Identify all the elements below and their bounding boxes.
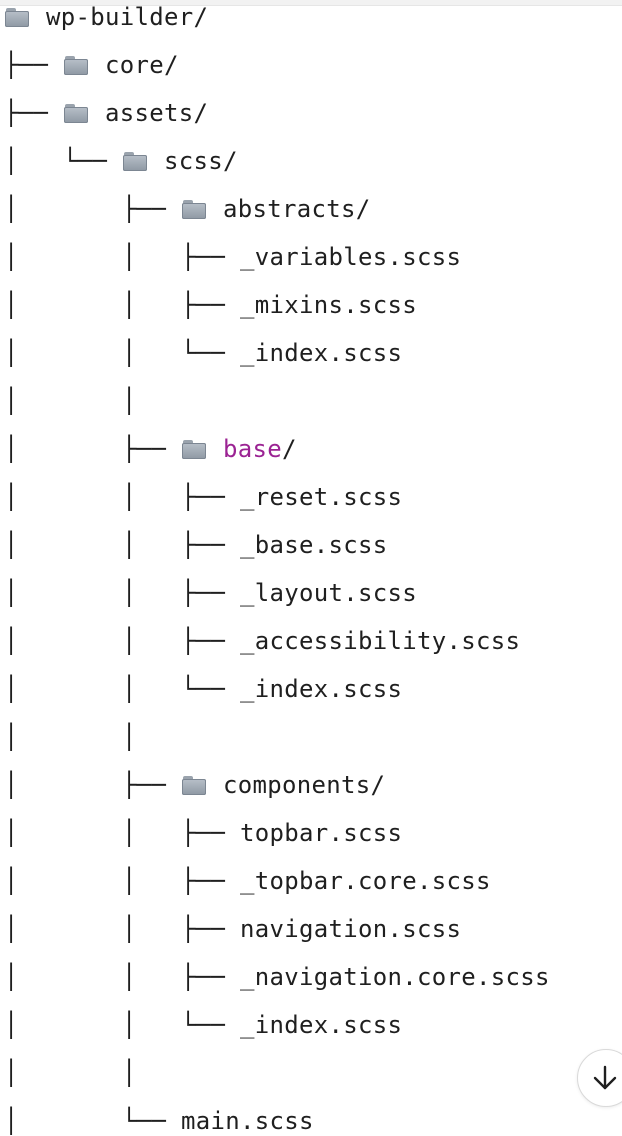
file-name: _variables.scss [240,243,462,271]
folder-icon [181,439,207,459]
file-row[interactable]: │ │ ├── _reset.scss [4,473,402,521]
path-separator: / [355,195,371,223]
file-name: _index.scss [240,339,403,367]
tree-connector: │ │ ├── [4,819,240,847]
tree-connector: │ │ [4,1059,137,1087]
path-separator: / [282,435,297,463]
file-row[interactable]: │ └── main.scss [4,1097,314,1136]
folder-name: scss [164,147,223,175]
folder-name: components [223,771,371,799]
file-row[interactable]: │ │ ├── _layout.scss [4,569,417,617]
file-name: _reset.scss [240,483,403,511]
path-separator: / [193,3,209,31]
tree-connector-row: │ │ [4,1049,137,1097]
folder-name: assets [105,99,194,127]
folder-name: abstracts [223,195,356,223]
file-name: main.scss [181,1107,314,1135]
tree-connector: │ │ ├── [4,531,240,559]
file-name: topbar.scss [240,819,403,847]
tree-connector: │ │ ├── [4,291,240,319]
file-name: _mixins.scss [240,291,417,319]
path-separator: / [193,99,209,127]
path-separator: / [223,147,238,175]
folder-name: core [105,51,164,79]
path-separator: / [164,51,179,79]
tree-connector: │ │ [4,723,137,751]
file-name: _navigation.core.scss [240,963,550,991]
file-row[interactable]: │ │ └── _index.scss [4,665,402,713]
folder-name: wp-builder [46,3,194,31]
folder-icon [181,199,207,219]
folder-icon [181,775,207,795]
tree-connector: │ │ ├── [4,963,240,991]
folder-row[interactable]: ├── core/ [4,41,179,89]
top-divider [0,0,622,6]
tree-connector: │ │ ├── [4,867,240,895]
file-name: _accessibility.scss [240,627,521,655]
tree-connector: │ │ ├── [4,579,240,607]
file-name: _index.scss [240,1011,403,1039]
folder-row[interactable]: │ ├── abstracts/ [4,185,371,233]
folder-row[interactable]: │ ├── components/ [4,761,385,809]
folder-icon [122,151,148,171]
file-row[interactable]: │ │ ├── topbar.scss [4,809,402,857]
tree-connector: │ ├── [4,195,181,223]
tree-connector: │ ├── [4,435,181,463]
folder-icon [63,55,89,75]
file-row[interactable]: │ │ ├── _variables.scss [4,233,461,281]
file-row[interactable]: │ │ └── _index.scss [4,1001,402,1049]
tree-connector: │ └── [4,1107,181,1135]
tree-connector: │ │ ├── [4,483,240,511]
file-row[interactable]: │ │ └── _index.scss [4,329,402,377]
file-name: navigation.scss [240,915,462,943]
scroll-to-bottom-button[interactable] [577,1049,622,1107]
tree-connector: │ │ [4,387,137,415]
tree-connector: │ ├── [4,771,181,799]
tree-connector: │ │ └── [4,339,240,367]
tree-connector: │ └── [4,147,122,175]
folder-name: base [223,435,282,463]
tree-connector: │ │ └── [4,675,240,703]
folder-row[interactable]: ├── assets/ [4,89,208,137]
file-row[interactable]: │ │ ├── _base.scss [4,521,388,569]
tree-connector-row: │ │ [4,713,137,761]
tree-connector: │ │ ├── [4,915,240,943]
file-row[interactable]: │ │ ├── navigation.scss [4,905,461,953]
tree-connector: │ │ ├── [4,627,240,655]
file-row[interactable]: │ │ ├── _navigation.core.scss [4,953,550,1001]
folder-icon [4,7,30,27]
file-row[interactable]: │ │ ├── _accessibility.scss [4,617,520,665]
file-row[interactable]: │ │ ├── _mixins.scss [4,281,417,329]
file-name: _topbar.core.scss [240,867,491,895]
folder-row[interactable]: │ ├── base/ [4,425,297,473]
tree-connector: │ │ └── [4,1011,240,1039]
arrow-down-icon [593,1065,617,1090]
file-row[interactable]: │ │ ├── _topbar.core.scss [4,857,491,905]
file-name: _base.scss [240,531,388,559]
tree-connector-row: │ │ [4,377,137,425]
tree-connector: │ │ ├── [4,243,240,271]
file-name: _index.scss [240,675,403,703]
folder-row[interactable]: wp-builder/ [4,0,208,41]
path-separator: / [370,771,386,799]
tree-connector: ├── [4,99,63,127]
folder-row[interactable]: │ └── scss/ [4,137,238,185]
tree-connector: ├── [4,51,63,79]
folder-icon [63,103,89,123]
file-name: _layout.scss [240,579,417,607]
